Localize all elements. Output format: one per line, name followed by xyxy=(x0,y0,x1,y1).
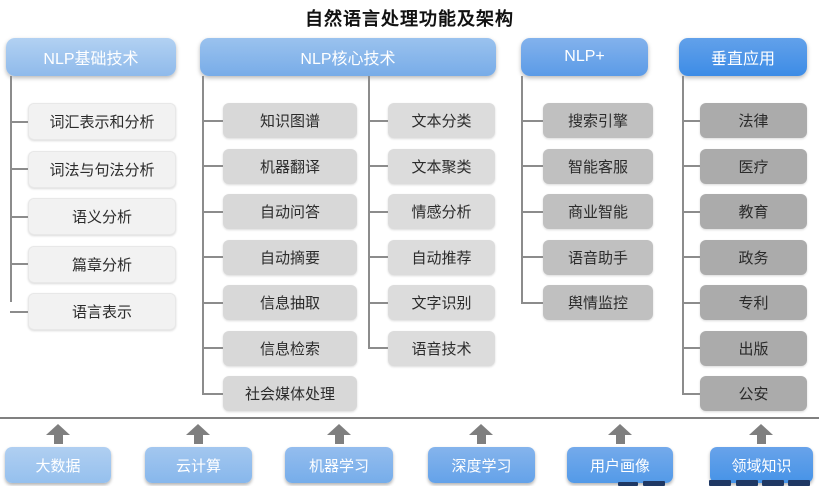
column-vertical-apps: 法律 医疗 教育 政务 专利 出版 公安 xyxy=(682,103,807,411)
node-lexical-representation-analysis: 词汇表示和分析 xyxy=(10,103,176,140)
node-information-extraction: 信息抽取 xyxy=(202,285,357,320)
foundation-separator-line xyxy=(0,417,819,419)
node-legal: 法律 xyxy=(682,103,807,138)
foundation-user-profiling: 用户画像 xyxy=(567,447,673,483)
foundation-big-data: 大数据 xyxy=(5,447,111,483)
connector-trunk-vertical-apps xyxy=(682,76,684,393)
node-information-retrieval: 信息检索 xyxy=(202,330,357,366)
column-nlp-core-left: 知识图谱 机器翻译 自动问答 自动摘要 信息抽取 信息检索 社会媒体处理 xyxy=(202,103,357,411)
node-language-representation: 语言表示 xyxy=(10,293,176,330)
connector-trunk-nlp-plus xyxy=(521,76,523,302)
node-patent: 专利 xyxy=(682,285,807,320)
node-education: 教育 xyxy=(682,194,807,229)
up-arrow-icon xyxy=(327,424,351,444)
node-semantic-analysis: 语义分析 xyxy=(10,198,176,235)
foundation-machine-learning: 机器学习 xyxy=(285,447,393,483)
watermark-fragment xyxy=(788,480,810,486)
column-nlp-basic-tech: 词汇表示和分析 词法与句法分析 语义分析 篇章分析 语言表示 xyxy=(10,103,176,330)
node-discourse-analysis: 篇章分析 xyxy=(10,245,176,283)
up-arrow-icon xyxy=(469,424,493,444)
foundation-domain-knowledge: 领域知识 xyxy=(710,447,813,483)
column-header-nlp-basic-tech: NLP基础技术 xyxy=(6,38,176,76)
foundation-cloud-computing: 云计算 xyxy=(145,447,252,483)
connector-trunk-core-left xyxy=(202,76,204,393)
watermark-fragment xyxy=(643,481,665,486)
node-text-classification: 文本分类 xyxy=(368,103,495,138)
node-government: 政务 xyxy=(682,239,807,275)
node-lexical-syntactic-analysis: 词法与句法分析 xyxy=(10,150,176,188)
node-business-intelligence: 商业智能 xyxy=(521,194,653,229)
up-arrow-icon xyxy=(608,424,632,444)
column-nlp-core-right: 文本分类 文本聚类 情感分析 自动推荐 文字识别 语音技术 xyxy=(368,103,495,366)
node-machine-translation: 机器翻译 xyxy=(202,148,357,184)
node-publishing: 出版 xyxy=(682,330,807,366)
up-arrow-icon xyxy=(749,424,773,444)
column-nlp-plus: 搜索引擎 智能客服 商业智能 语音助手 舆情监控 xyxy=(521,103,653,320)
node-text-clustering: 文本聚类 xyxy=(368,148,495,184)
connector-trunk-basic xyxy=(10,76,12,302)
diagram-title: 自然语言处理功能及架构 xyxy=(305,9,514,29)
node-speech-technology: 语音技术 xyxy=(368,330,495,366)
watermark-fragment xyxy=(762,480,784,486)
node-auto-recommendation: 自动推荐 xyxy=(368,239,495,275)
node-sentiment-analysis: 情感分析 xyxy=(368,194,495,229)
node-social-media-processing: 社会媒体处理 xyxy=(202,376,357,411)
column-header-nlp-plus: NLP+ xyxy=(521,38,648,76)
watermark-fragment xyxy=(736,480,758,486)
node-auto-question-answering: 自动问答 xyxy=(202,194,357,229)
node-search-engine: 搜索引擎 xyxy=(521,103,653,138)
node-knowledge-graph: 知识图谱 xyxy=(202,103,357,138)
foundation-deep-learning: 深度学习 xyxy=(428,447,535,483)
node-text-recognition: 文字识别 xyxy=(368,285,495,320)
node-auto-summarization: 自动摘要 xyxy=(202,239,357,275)
watermark-fragment xyxy=(709,480,731,486)
node-public-security: 公安 xyxy=(682,376,807,411)
column-header-nlp-core-tech: NLP核心技术 xyxy=(200,38,496,76)
up-arrow-icon xyxy=(186,424,210,444)
node-smart-customer-service: 智能客服 xyxy=(521,148,653,184)
node-medical: 医疗 xyxy=(682,148,807,184)
column-header-vertical-apps: 垂直应用 xyxy=(679,38,807,76)
node-public-opinion-monitoring: 舆情监控 xyxy=(521,285,653,320)
watermark-fragment xyxy=(618,482,638,486)
node-voice-assistant: 语音助手 xyxy=(521,239,653,275)
up-arrow-icon xyxy=(46,424,70,444)
